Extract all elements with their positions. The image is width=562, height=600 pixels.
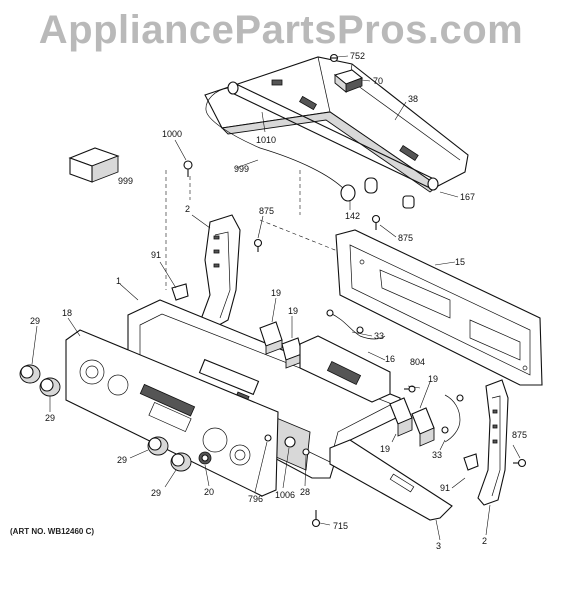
screw-875-right-top — [371, 214, 381, 230]
screw-875-right-low — [513, 458, 527, 468]
end-cap-right-2 — [477, 379, 509, 506]
callout-labels: 752 70 38 1000 1010 999 999 167 142 875 … — [30, 51, 527, 551]
callout-1000: 1000 — [162, 129, 182, 139]
light-housing-38 — [204, 56, 469, 193]
callout-1: 1 — [116, 276, 121, 286]
rear-panel-15 — [335, 229, 543, 386]
callout-20: 20 — [204, 487, 214, 497]
knob-29-c — [147, 436, 169, 456]
callout-19-b: 19 — [288, 306, 298, 316]
callout-91-left: 91 — [151, 250, 161, 260]
callout-999-harness: 999 — [234, 164, 249, 174]
ballast-70 — [333, 69, 364, 93]
relay-19-c — [389, 397, 413, 437]
screw-875-left — [253, 238, 263, 252]
callout-752: 752 — [350, 51, 365, 61]
callout-19-c: 19 — [428, 374, 438, 384]
leader-lines — [31, 55, 521, 541]
callout-1006: 1006 — [275, 490, 295, 500]
callout-3: 3 — [436, 541, 441, 551]
relay-19-a — [259, 321, 283, 355]
callout-875-right-top: 875 — [398, 233, 413, 243]
trim-strip-3 — [329, 439, 453, 521]
knob-29-d — [170, 452, 192, 472]
callout-715: 715 — [333, 521, 348, 531]
callout-29-a: 29 — [30, 316, 40, 326]
callout-29-c: 29 — [117, 455, 127, 465]
callout-19-d: 19 — [380, 444, 390, 454]
callout-18: 18 — [62, 308, 72, 318]
callout-91-right: 91 — [440, 483, 450, 493]
fluorescent-tube — [205, 81, 439, 191]
callout-38: 38 — [408, 94, 418, 104]
screw-804 — [404, 385, 416, 393]
callout-142: 142 — [345, 211, 360, 221]
bracket-91-left — [171, 283, 189, 301]
end-cap-left-2 — [199, 214, 241, 331]
callout-2-right: 2 — [482, 536, 487, 546]
knob-29-a — [19, 364, 41, 384]
screw-1000 — [183, 160, 193, 177]
callout-28: 28 — [300, 487, 310, 497]
callout-19-a: 19 — [271, 288, 281, 298]
callout-875-left: 875 — [259, 206, 274, 216]
control-board-18 — [65, 329, 279, 497]
callout-70: 70 — [373, 76, 383, 86]
callout-15: 15 — [455, 257, 465, 267]
callout-1010: 1010 — [256, 135, 276, 145]
sockets-142 — [340, 177, 415, 209]
callout-999-block: 999 — [118, 176, 133, 186]
callout-29-b: 29 — [45, 413, 55, 423]
callout-2-left: 2 — [185, 204, 190, 214]
screw-715 — [311, 510, 321, 528]
callout-167: 167 — [460, 192, 475, 202]
callout-29-d: 29 — [151, 488, 161, 498]
callout-804: 804 — [410, 357, 425, 367]
callout-33-lower: 33 — [432, 450, 442, 460]
display-board-16 — [299, 335, 391, 403]
relay-19-d — [411, 407, 435, 447]
art-number: (ART NO. WB12460 C) — [10, 527, 95, 536]
callout-875-right-low: 875 — [512, 430, 527, 440]
callout-16: 16 — [385, 354, 395, 364]
screw-752 — [329, 53, 339, 63]
callout-796: 796 — [248, 494, 263, 504]
callout-33-upper: 33 — [374, 331, 384, 341]
parts-796-1006-28 — [264, 434, 310, 456]
watermark-title: AppliancePartsPros.com — [38, 8, 524, 52]
knob-ring-20 — [198, 451, 212, 465]
bracket-91-right — [463, 453, 479, 471]
block-999 — [68, 147, 120, 183]
knob-29-b — [39, 377, 61, 397]
